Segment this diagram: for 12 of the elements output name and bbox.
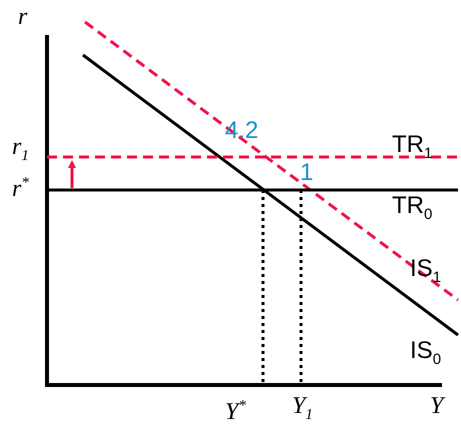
value-label: 4.2 xyxy=(225,118,258,144)
axis-tick-label: r$_{1}$ xyxy=(12,134,29,166)
curve-label: IS$_{0}$ xyxy=(410,338,442,370)
axis-tick-label: Y$_{1}$ xyxy=(292,393,313,425)
curve-label: TR$_{0}$ xyxy=(392,193,432,225)
axis-tick-label: r$^{*}$ xyxy=(12,174,29,202)
curve-label: IS$_{1}$ xyxy=(410,256,442,288)
axis-label: Y xyxy=(430,393,444,419)
axis-tick-label: Y$^{*}$ xyxy=(225,397,246,425)
axis-label: r xyxy=(18,4,28,30)
curve-label: TR$_{1}$ xyxy=(392,132,432,164)
value-label: 1 xyxy=(300,160,314,186)
